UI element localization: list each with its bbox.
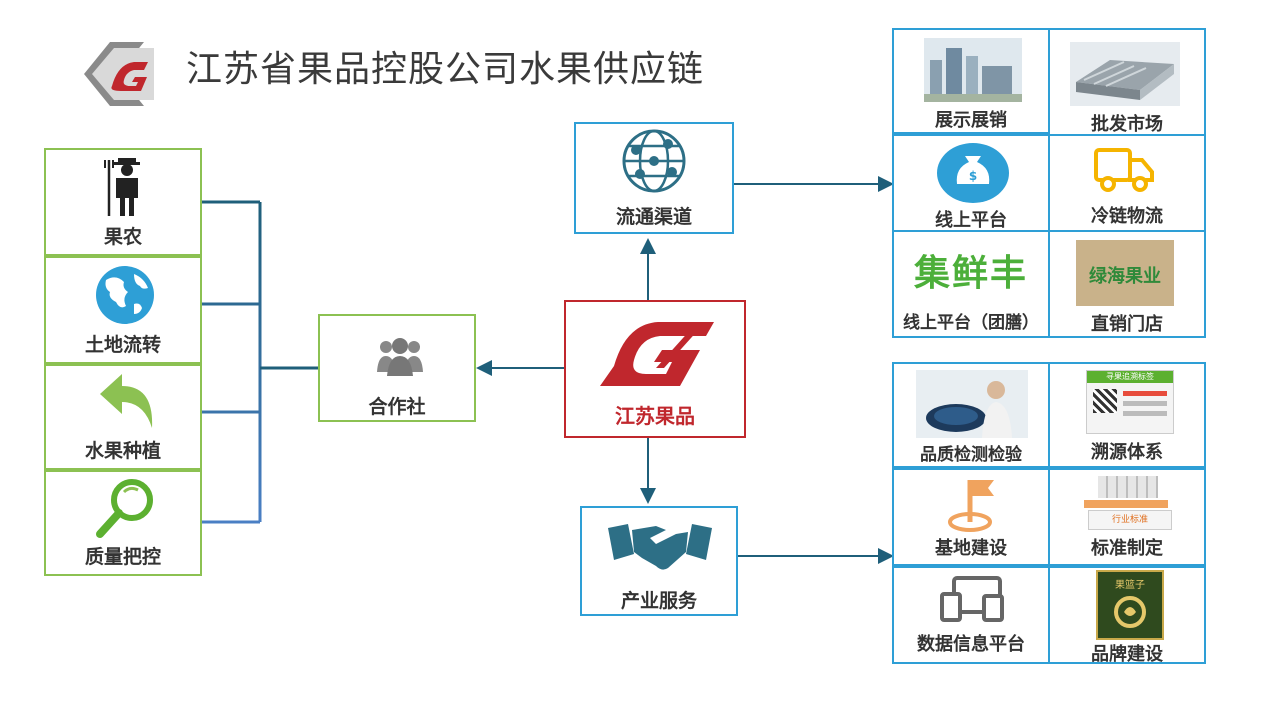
left-item-quality[interactable]: 质量把控 [44, 470, 202, 576]
money-bag-icon: $ [937, 143, 1009, 203]
right-cell-data-platform[interactable]: 数据信息平台 [892, 566, 1050, 664]
lvhai-logo: 绿海果业 [1089, 266, 1161, 287]
left-item-planting[interactable]: 水果种植 [44, 364, 202, 470]
handshake-icon [608, 524, 712, 570]
left-item-label: 质量把控 [84, 546, 161, 568]
right-cell-exhibition[interactable]: 展示展销 [892, 28, 1050, 134]
truck-icon [1094, 148, 1154, 192]
left-item-land[interactable]: 土地流转 [44, 256, 202, 364]
cell-label: 线上平台 [935, 210, 1007, 231]
cell-label: 直销门店 [1091, 314, 1163, 335]
right-cell-online-catering[interactable]: 集鲜丰 线上平台（团膳） [892, 230, 1050, 338]
right-cell-traceability[interactable]: 寻果追溯标签 溯源体系 [1048, 362, 1206, 468]
left-item-label: 果农 [103, 226, 142, 248]
cell-label: 冷链物流 [1091, 206, 1163, 227]
right-cell-direct-store[interactable]: 绿海果业 直销门店 [1048, 230, 1206, 338]
brand-logo-text: 果篮子 [1115, 580, 1145, 591]
market-photo [1070, 42, 1180, 106]
jsgp-logo [600, 322, 714, 386]
left-item-farmer[interactable]: 果农 [44, 148, 202, 256]
cell-label: 展示展销 [935, 110, 1007, 131]
cell-label: 数据信息平台 [917, 634, 1025, 655]
trace-label-icon: 寻果追溯标签 [1086, 370, 1174, 434]
right-cell-base-construction[interactable]: 基地建设 [892, 468, 1050, 566]
flag-icon [948, 480, 994, 532]
devices-icon [940, 576, 1004, 622]
channel-label: 流通渠道 [615, 206, 692, 228]
right-cell-quality-test[interactable]: 品质检测检验 [892, 362, 1050, 468]
coop-label: 合作社 [368, 396, 426, 418]
cell-label: 线上平台（团膳） [903, 313, 1039, 333]
jixianfeng-logo: 集鲜丰 [913, 253, 1028, 294]
service-label: 产业服务 [620, 590, 697, 612]
cooperative-box[interactable]: 合作社 [318, 314, 476, 422]
city-photo [924, 38, 1022, 102]
curved-arrow-icon [100, 374, 153, 428]
cell-label: 溯源体系 [1091, 442, 1163, 463]
service-box[interactable]: 产业服务 [580, 506, 738, 616]
right-cell-wholesale[interactable]: 批发市场 [1048, 28, 1206, 136]
trace-label-title: 寻果追溯标签 [1087, 371, 1173, 383]
company-logo [62, 34, 162, 114]
globe-icon [96, 266, 154, 324]
lab-photo [916, 370, 1028, 438]
channel-box[interactable]: 流通渠道 [574, 122, 734, 234]
left-item-label: 土地流转 [84, 334, 161, 356]
page-title: 江苏省果品控股公司水果供应链 [186, 49, 705, 90]
brand-logo: 果篮子 [1096, 570, 1164, 640]
people-icon [377, 338, 423, 376]
books-icon: 行业标准 [1084, 476, 1174, 532]
cell-label: 基地建设 [935, 538, 1007, 559]
left-item-label: 水果种植 [84, 440, 161, 462]
center-jsgp-box[interactable]: 江苏果品 [564, 300, 746, 438]
right-cell-standards[interactable]: 行业标准 标准制定 [1048, 468, 1206, 566]
cell-label: 批发市场 [1091, 114, 1163, 135]
magnifier-icon [96, 479, 153, 538]
farmer-icon [104, 158, 140, 216]
right-cell-brand[interactable]: 果篮子 品牌建设 [1048, 566, 1206, 665]
cell-label: 品质检测检验 [920, 445, 1022, 465]
center-label: 江苏果品 [615, 404, 695, 428]
standard-book-title: 行业标准 [1088, 510, 1172, 530]
cell-label: 标准制定 [1091, 538, 1163, 559]
svg-text:$: $ [969, 169, 977, 183]
right-cell-online[interactable]: $ 线上平台 [892, 134, 1050, 232]
cell-label: 品牌建设 [1091, 644, 1163, 665]
right-cell-coldchain[interactable]: 冷链物流 [1048, 134, 1206, 232]
network-globe-icon [622, 129, 686, 193]
store-sign-photo: 绿海果业 [1076, 240, 1174, 306]
